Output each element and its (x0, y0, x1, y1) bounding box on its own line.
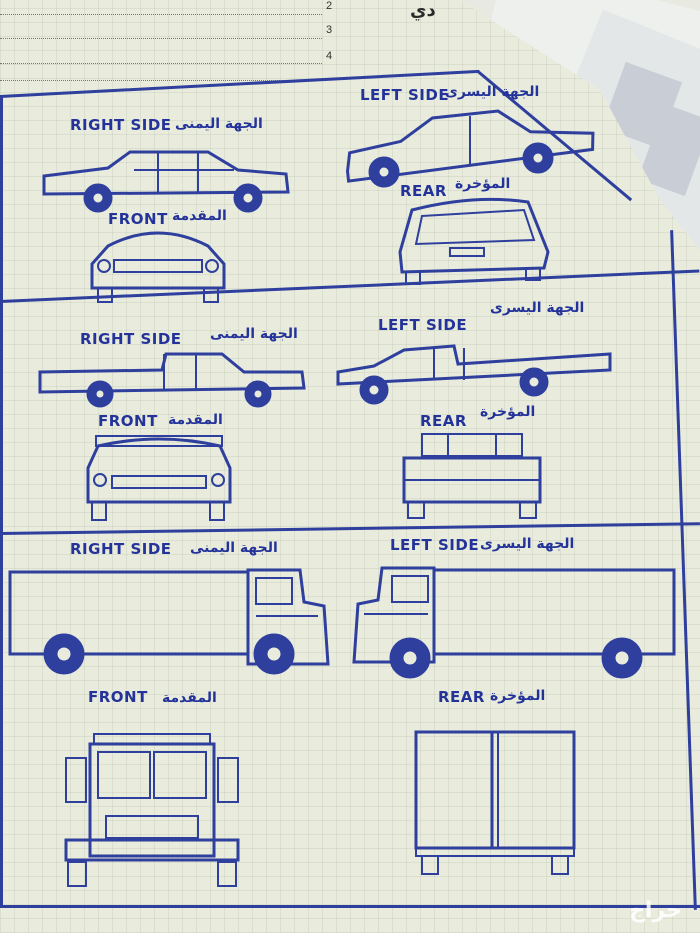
sedan-rear-diagram (398, 197, 550, 285)
truck-right-side-diagram (8, 568, 330, 675)
label-rear: REAR (400, 182, 447, 200)
pickup-right-side-diagram (38, 352, 306, 408)
pickup-left-side-diagram (336, 344, 612, 405)
line-number: 3 (326, 24, 333, 36)
truck-left-side-diagram (352, 566, 676, 679)
sedan-right-side-diagram (42, 150, 290, 213)
label-front-ar: المقدمة (172, 208, 227, 224)
label-rear-ar: المؤخرة (480, 404, 536, 420)
label-rear: REAR (438, 688, 485, 706)
label-left-side: LEFT SIDE (360, 86, 450, 104)
truck-front-diagram (64, 733, 240, 887)
watermark-logo: حراج (629, 898, 682, 923)
label-rear-ar: المؤخرة (490, 688, 546, 704)
label-right-side: RIGHT SIDE (70, 116, 172, 134)
label-rear: REAR (420, 412, 467, 430)
label-front: FRONT (108, 210, 168, 228)
frame-bottom (0, 905, 700, 908)
pickup-rear-diagram (402, 433, 542, 519)
line-number: 2 (326, 0, 333, 12)
line-number: 4 (326, 50, 333, 62)
pickup-front-diagram (86, 435, 232, 521)
label-right-side-ar: الجهة اليمنى (190, 540, 278, 556)
dotted-line (0, 80, 322, 81)
section-divider (0, 522, 700, 535)
label-right-side-ar: الجهة اليمنى (175, 116, 263, 132)
label-right-side-ar: الجهة اليمنى (210, 326, 298, 342)
label-front-ar: المقدمة (168, 412, 223, 428)
dotted-line (0, 63, 322, 64)
label-front: FRONT (98, 412, 158, 430)
dotted-line (0, 14, 322, 15)
label-left-side-ar: الجهة اليسرى (490, 300, 585, 316)
label-front-ar: المقدمة (162, 690, 217, 706)
label-rear-ar: المؤخرة (455, 176, 511, 192)
sedan-left-side-diagram (346, 109, 595, 188)
label-right-side: RIGHT SIDE (70, 540, 172, 558)
label-left-side-ar: الجهة اليسرى (445, 84, 540, 100)
label-left-side: LEFT SIDE (390, 536, 480, 554)
truck-rear-diagram (414, 730, 576, 875)
frame-left (0, 96, 3, 906)
label-left-side: LEFT SIDE (378, 316, 468, 334)
label-right-side: RIGHT SIDE (80, 330, 182, 348)
label-front: FRONT (88, 688, 148, 706)
label-left-side-ar: الجهة اليسرى (480, 536, 575, 552)
sedan-front-diagram (90, 231, 226, 303)
page-title-fragment: دي (410, 0, 436, 21)
dotted-line (0, 38, 322, 39)
